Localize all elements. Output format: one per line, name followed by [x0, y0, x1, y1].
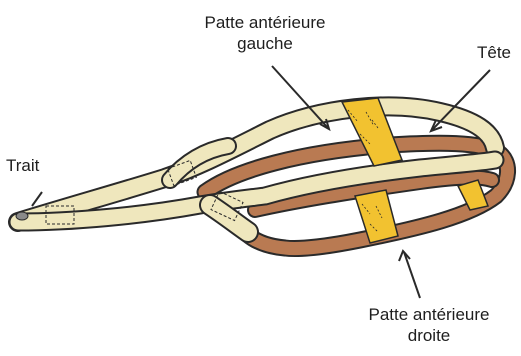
- right-front-leg-label-line1: Patte antérieure: [338, 304, 520, 325]
- left-front-leg-label-line1: Patte antérieure: [170, 12, 360, 33]
- left-front-leg-label-line2: gauche: [170, 33, 360, 54]
- head-label: Tête: [468, 42, 520, 63]
- left-front-leg-label: Patte antérieure gauche: [170, 12, 360, 54]
- trace-label: Trait: [6, 155, 58, 176]
- right-front-leg-label: Patte antérieure droite: [338, 304, 520, 346]
- right-front-leg-label-line2: droite: [338, 325, 520, 346]
